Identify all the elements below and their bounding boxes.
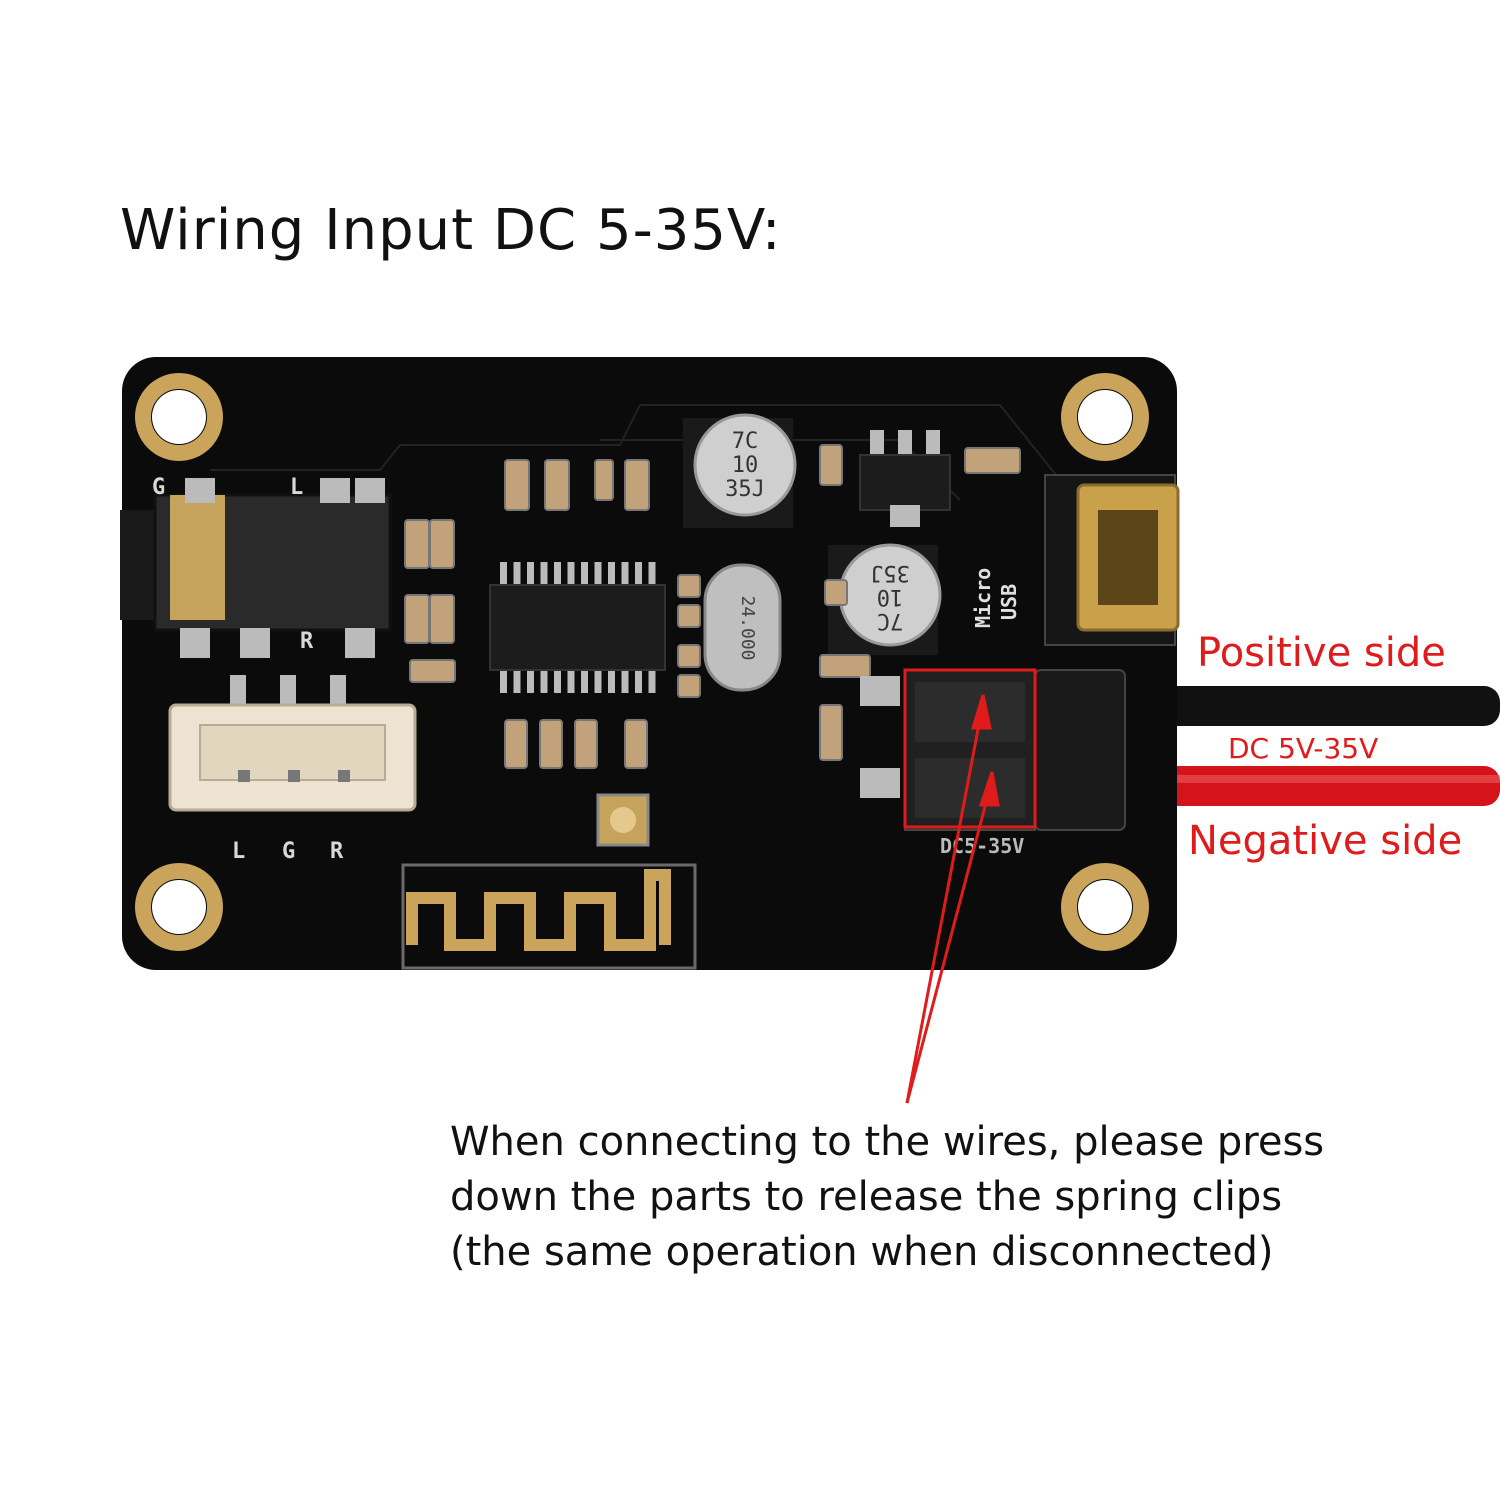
silk-conn-g: G (282, 839, 295, 864)
crystal (703, 563, 782, 692)
crystal-label: 24.000 (737, 595, 758, 660)
positive-side-label: Positive side (1197, 630, 1446, 676)
smd-part (504, 719, 528, 769)
capacitor-2: 7C 10 35J (828, 543, 942, 655)
svg-text:10: 10 (732, 453, 759, 478)
audio-jack (120, 478, 392, 658)
chip-pin (635, 668, 642, 693)
wiring-note: When connecting to the wires, please pre… (450, 1115, 1324, 1280)
svg-text:35J: 35J (725, 477, 765, 502)
voltage-regulator (859, 430, 951, 527)
chip-pin (567, 668, 575, 693)
smd-part (574, 719, 598, 769)
smd-part (544, 459, 570, 511)
terminal-highlight-box (903, 668, 1037, 829)
smd-part (819, 654, 871, 678)
chip-pin (567, 562, 575, 587)
svg-text:35J: 35J (870, 560, 910, 585)
silk-usb-line2: USB (997, 584, 1021, 620)
chip-pin (500, 562, 507, 587)
smd-part (409, 659, 456, 683)
silk-usb-line1: Micro (971, 568, 995, 628)
chip-pin (513, 668, 521, 693)
silk-conn-r: R (330, 839, 344, 864)
smd-part (404, 519, 430, 569)
smd-part (539, 719, 563, 769)
power-terminal-block (860, 669, 1126, 831)
silk-jack-r: R (300, 629, 314, 654)
audio-out-connector (168, 675, 417, 812)
smd-part (677, 674, 701, 698)
chip-pin (554, 562, 561, 587)
smd-part (429, 519, 455, 569)
chip-pin (554, 668, 561, 693)
chip-pin (635, 562, 642, 587)
smd-part (677, 604, 701, 628)
chip-pin (527, 668, 534, 693)
annotation-arrows (905, 694, 1000, 1104)
silk-jack-l: L (290, 475, 303, 500)
chip-pin (608, 668, 615, 693)
note-line: When connecting to the wires, please pre… (450, 1119, 1325, 1165)
smd-part (404, 594, 430, 644)
bluetooth-chip (489, 562, 666, 693)
chip-pin (540, 562, 548, 587)
smd-part (677, 644, 701, 668)
silk-power-marking: DC5-35V (940, 834, 1024, 858)
chip-pin (513, 562, 521, 587)
smd-part (819, 704, 843, 761)
svg-text:7C: 7C (732, 429, 759, 454)
smd-part (819, 444, 843, 486)
chip-pin (608, 562, 615, 587)
smd-part (594, 459, 614, 501)
micro-usb-port (1044, 474, 1180, 646)
mounting-hole (135, 373, 1149, 951)
smd-part (624, 459, 650, 511)
chip-pin (648, 562, 656, 587)
chip-pin (500, 668, 507, 693)
pcb-antenna (401, 793, 697, 970)
chip-pin (581, 668, 588, 693)
smd-part (824, 579, 848, 606)
silk-conn-l: L (232, 839, 245, 864)
positive-wire (1100, 686, 1500, 726)
note-line: down the parts to release the spring cli… (450, 1174, 1283, 1220)
chip-pin (540, 668, 548, 693)
negative-side-label: Negative side (1188, 818, 1463, 864)
smd-part (624, 719, 648, 769)
capacitor-1: 7C 10 35J (683, 413, 797, 528)
page-title: Wiring Input DC 5-35V: (120, 198, 782, 263)
chip-pin (594, 562, 602, 587)
smd-components (404, 444, 1021, 769)
dc-range-label: DC 5V-35V (1228, 732, 1379, 765)
chip-pin (621, 668, 629, 693)
chip-pin (621, 562, 629, 587)
svg-text:10: 10 (877, 584, 904, 609)
chip-pin (581, 562, 588, 587)
chip-pin (648, 668, 656, 693)
silk-jack-g: G (152, 475, 165, 500)
smd-part (429, 594, 455, 644)
svg-text:7C: 7C (877, 608, 904, 633)
chip-pin (594, 668, 602, 693)
smd-part (677, 574, 701, 598)
chip-pin (527, 562, 534, 587)
smd-part (964, 447, 1021, 474)
note-line: (the same operation when disconnected) (450, 1229, 1274, 1275)
smd-part (504, 459, 530, 511)
